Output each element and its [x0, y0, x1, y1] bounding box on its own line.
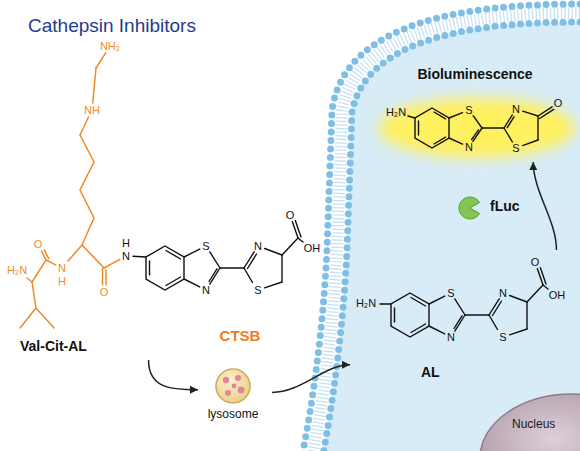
oxyluciferin-bonds [408, 107, 554, 148]
atom-label: S [499, 332, 506, 343]
atom-label: NH₂ [100, 41, 120, 52]
membrane-inner-heads [323, 22, 580, 451]
atom-label: N [465, 142, 473, 153]
atom-label: N [499, 288, 507, 299]
edge-label: fLuc [490, 199, 520, 213]
atom-label: H [58, 276, 66, 287]
atom-label: OH [304, 243, 321, 254]
atom-label: S [254, 285, 261, 296]
atom-label: S [447, 288, 454, 299]
atom-label: OH [549, 290, 566, 301]
atom-label: N [512, 104, 520, 115]
organelle-label: Nucleus [512, 418, 555, 432]
organelle-label: lysosome [198, 408, 268, 422]
molecule-group: AL [350, 250, 572, 385]
figure-title: Cathepsin Inhibitors [28, 15, 196, 37]
molecule-group: Bioluminescence [380, 62, 574, 162]
peptide-bonds [20, 53, 120, 328]
process-label: Bioluminescence [380, 66, 570, 82]
atom-label: O [531, 257, 540, 268]
lysosome-icon [216, 369, 250, 403]
lysosome: lysosome [198, 366, 272, 432]
atom-label: H₂N [7, 265, 27, 276]
atom-label: O [286, 210, 295, 221]
atom-label: N [202, 285, 210, 296]
luciferin-bonds [133, 221, 548, 337]
connector-arrow [272, 365, 350, 393]
nucleus: Nucleus [486, 392, 580, 451]
atom-label: O [100, 287, 109, 298]
atom-label: N [58, 263, 66, 274]
nucleus-shape [480, 394, 580, 451]
connector-arrow [149, 360, 198, 390]
atom-label: O [554, 98, 563, 109]
atom-label: N [122, 251, 130, 262]
cell-interior [323, 22, 580, 451]
membrane-outer-heads [303, 4, 580, 451]
atom-label: S [465, 105, 472, 116]
molecule-name: AL [421, 364, 440, 380]
atom-label: H₂N [356, 298, 376, 309]
connector-arrow [533, 162, 556, 250]
atom-label: S [512, 143, 519, 154]
atom-label: O [34, 239, 43, 250]
bioluminescence-glow [379, 98, 575, 158]
enzyme-name: CTSB [220, 328, 261, 343]
atom-label: N [447, 332, 455, 343]
atom-label: N [254, 241, 262, 252]
membrane-tails [313, 13, 580, 451]
atom-label: H [122, 238, 130, 249]
atom-label: H₂N [386, 107, 406, 118]
atom-label: S [202, 241, 209, 252]
molecule-name: Val-Cit-AL [20, 338, 87, 354]
atom-label: NH [84, 105, 100, 116]
enzyme-icon [459, 197, 480, 219]
molecule-group: Val-Cit-AL [6, 38, 330, 360]
